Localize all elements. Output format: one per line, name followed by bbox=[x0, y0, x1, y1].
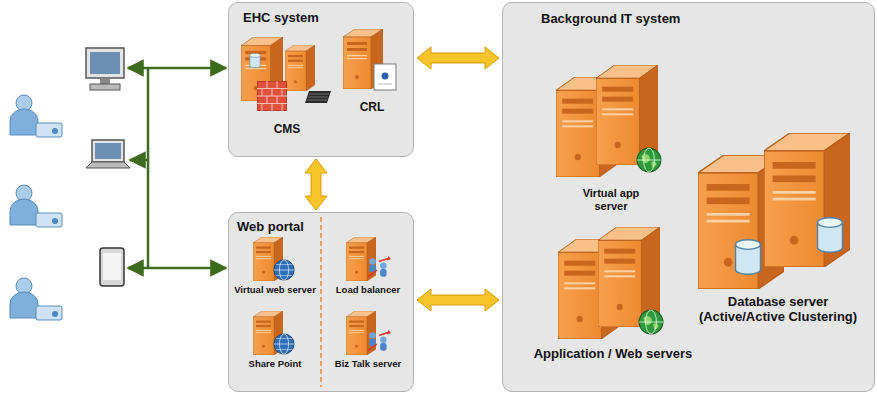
server-label: Share Point bbox=[231, 359, 319, 370]
server-icon bbox=[698, 131, 858, 291]
server-icon bbox=[342, 311, 394, 357]
data-flow-arrow bbox=[417, 47, 499, 69]
server-node: Biz Talk server bbox=[325, 311, 411, 370]
server-icon bbox=[558, 225, 668, 345]
system-panel: Background IT systemVirtual app serverDa… bbox=[502, 2, 875, 392]
server-node: CMS bbox=[239, 37, 335, 137]
panel-heading: EHC system bbox=[243, 10, 319, 25]
panel-heading: Web portal bbox=[237, 219, 304, 234]
data-flow-arrow bbox=[417, 289, 499, 311]
server-label: Virtual app server bbox=[571, 187, 651, 212]
server-node: Application / Web servers bbox=[513, 225, 713, 362]
server-icon bbox=[249, 237, 301, 283]
server-node: Virtual web server bbox=[231, 237, 319, 296]
server-node: Database server (Active/Active Clusterin… bbox=[683, 131, 873, 325]
server-icon bbox=[342, 237, 394, 283]
server-node: Virtual app server bbox=[551, 63, 671, 212]
client-wires bbox=[128, 68, 226, 268]
server-node: Share Point bbox=[231, 311, 319, 370]
dashed-separator bbox=[318, 217, 324, 387]
server-node: CRL bbox=[339, 29, 405, 115]
data-flow-arrow bbox=[305, 159, 327, 210]
server-icon bbox=[343, 29, 401, 95]
device-icons bbox=[86, 48, 130, 286]
system-panel: EHC systemCMS CRL bbox=[228, 2, 414, 157]
system-panel: Web portalVirtual web server Load balance… bbox=[228, 212, 414, 392]
server-node: Load balancer bbox=[325, 237, 411, 296]
server-label: CMS bbox=[239, 123, 335, 137]
server-label: Virtual web server bbox=[231, 285, 319, 296]
server-icon bbox=[241, 37, 333, 117]
panel-heading: Background IT system bbox=[541, 11, 680, 26]
user-icons bbox=[10, 95, 62, 320]
server-label: Database server (Active/Active Clusterin… bbox=[683, 295, 873, 325]
server-label: Application / Web servers bbox=[513, 347, 713, 362]
server-label: CRL bbox=[339, 101, 405, 115]
server-icon bbox=[556, 63, 666, 183]
server-label: Load balancer bbox=[325, 285, 411, 296]
server-label: Biz Talk server bbox=[325, 359, 411, 370]
server-icon bbox=[249, 311, 301, 357]
